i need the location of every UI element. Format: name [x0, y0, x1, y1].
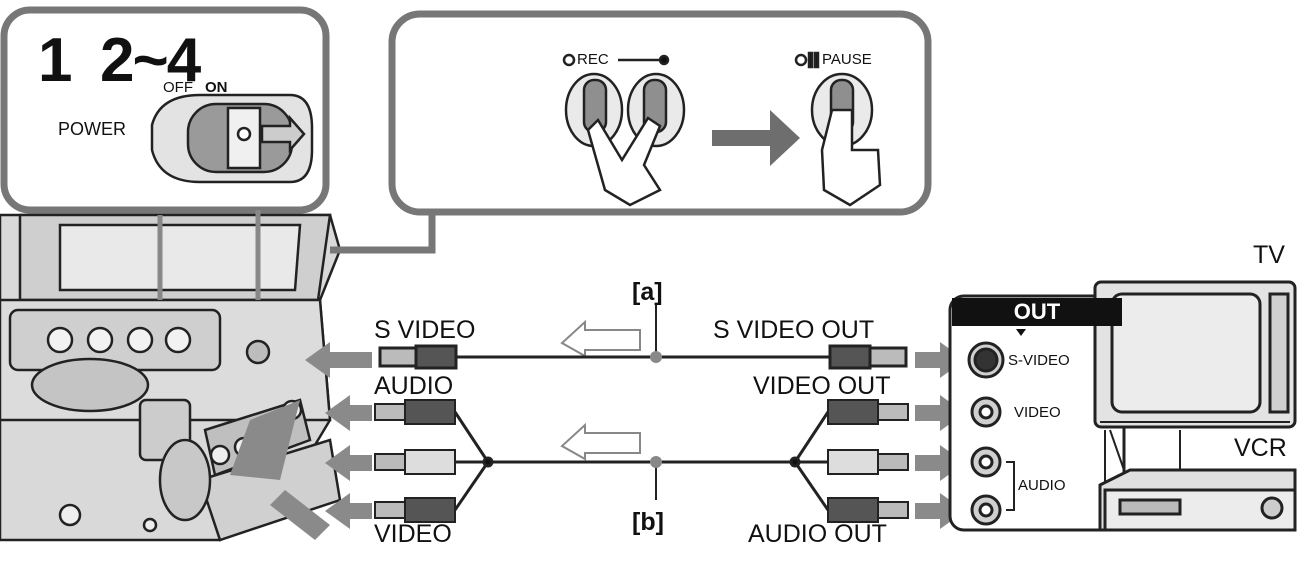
input-panel: [948, 294, 1126, 532]
pause-button: [794, 51, 882, 207]
rec-buttons: [562, 53, 686, 207]
step-number-1: 1: [38, 26, 73, 95]
step-range-2-4: 2~4: [100, 26, 201, 95]
signal-arrow-a: [560, 319, 641, 358]
pause-button-label: PAUSE: [822, 51, 872, 68]
vcr-illustration: [1098, 468, 1297, 532]
av-plugs: [374, 399, 909, 523]
video-out-label: VIDEO OUT: [753, 372, 891, 400]
cable-a-label: [a]: [632, 278, 663, 306]
audio-jack-label: AUDIO: [374, 372, 454, 400]
video-input-label: VIDEO: [1014, 404, 1061, 421]
signal-arrow-b: [560, 422, 641, 461]
tv-label: TV: [1253, 241, 1285, 269]
power-switch-off-label: OFF: [163, 79, 193, 96]
next-arrow: [712, 110, 800, 166]
rec-button-label: REC: [577, 51, 609, 68]
power-label: POWER: [58, 119, 127, 139]
s-video-jack-label: S VIDEO: [374, 316, 476, 344]
s-video-out-label: S VIDEO OUT: [713, 316, 875, 344]
audio-out-label: AUDIO OUT: [748, 520, 887, 548]
camcorder-illustration: [0, 213, 342, 542]
s-video-cable: [378, 305, 908, 370]
callout-leader-lines: [157, 210, 261, 300]
tv-illustration: [1093, 280, 1297, 429]
audio-input-label: AUDIO: [1018, 477, 1066, 494]
video-jack-label: VIDEO: [374, 520, 452, 548]
av-cable: [453, 411, 830, 511]
power-switch: [150, 93, 314, 184]
vcr-label: VCR: [1234, 434, 1287, 462]
power-switch-on-label: ON: [205, 79, 228, 96]
s-video-input-label: S-VIDEO: [1008, 352, 1070, 369]
input-panel-header: OUT: [952, 298, 1122, 326]
cable-b-label: [b]: [632, 508, 664, 536]
